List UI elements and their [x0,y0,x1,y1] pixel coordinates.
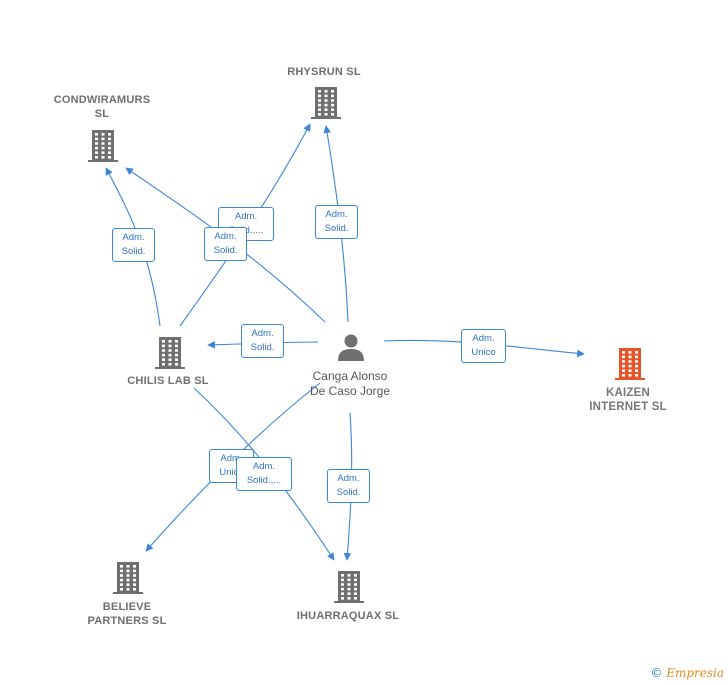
building-icon-chilis [155,337,185,369]
building-icon-believe [113,562,143,594]
building-icon-rhysrun [311,87,341,119]
node-label-condwiramurs[interactable]: CONDWIRAMURS SL [53,94,151,120]
edge-label-person-ihuarraquax[interactable]: Adm. Solid. [327,469,370,503]
brand-watermark[interactable]: © Empresia [650,666,724,680]
node-label-rhysrun[interactable]: RHYSRUN SL [287,66,361,78]
edge-label-chilis-ihuarraquax[interactable]: Adm. Solid.,... [236,457,292,491]
building-icon-condwiramurs [88,130,118,162]
node-label-believe[interactable]: BELIEVE PARTNERS SL [87,601,167,627]
edge-label-chilis-condwiramurs[interactable]: Adm. Solid. [112,228,155,262]
brand-name: Empresia [666,666,724,680]
building-icon-ihuarraquax [334,571,364,603]
copyright-symbol: © [650,666,663,680]
person-label[interactable]: Canga Alonso De Caso Jorge [309,369,391,398]
node-label-chilis[interactable]: CHILIS LAB SL [127,375,209,387]
edge-label-person-chilis[interactable]: Adm. Solid. [241,324,284,358]
edge-label-person-kaizen[interactable]: Adm. Unico [461,329,506,363]
edge-label-chilis-rhysrun[interactable]: Adm. Solid. [204,227,247,261]
person-icon [338,334,364,361]
building-icon-kaizen [615,348,645,380]
edge-label-person-rhysrun[interactable]: Adm. Solid. [315,205,358,239]
node-label-kaizen[interactable]: KAIZEN INTERNET SL [589,387,667,413]
node-label-ihuarraquax[interactable]: IHUARRAQUAX SL [296,610,400,622]
